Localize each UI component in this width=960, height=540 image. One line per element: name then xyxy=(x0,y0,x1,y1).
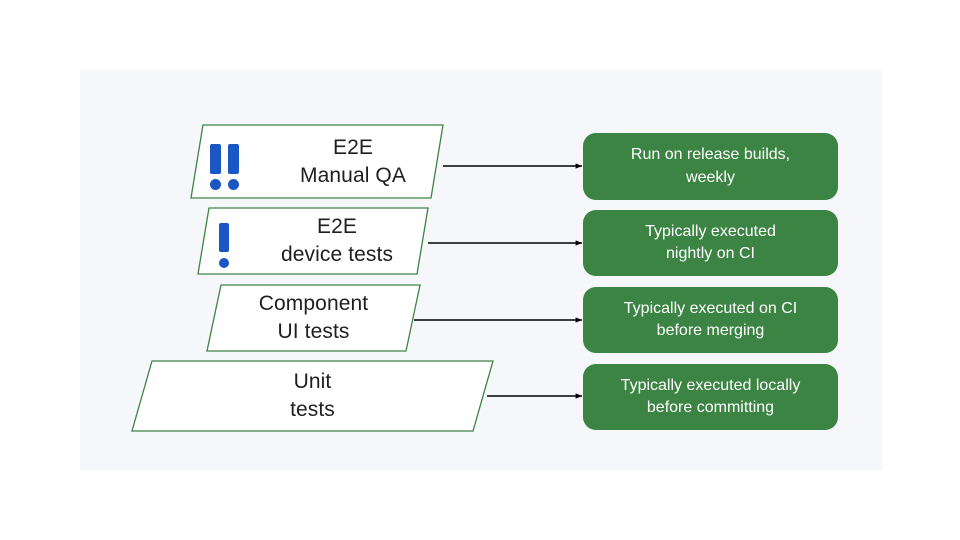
exclamation-mark-1 xyxy=(219,223,229,268)
exclamation-dot xyxy=(219,258,229,268)
callout-text: Typically executed on CI before merging xyxy=(624,298,797,342)
exclamation-stem xyxy=(210,144,221,174)
trapezoid-shape xyxy=(131,360,494,432)
exclamation-dot xyxy=(210,179,221,190)
callout-component-ui-tests[interactable]: Typically executed on CI before merging xyxy=(583,287,838,353)
double-exclamation-icon xyxy=(210,144,239,190)
exclamation-dot xyxy=(228,179,239,190)
exclamation-mark-2 xyxy=(228,144,239,190)
callout-text-line2: before committing xyxy=(646,399,775,416)
callout-text-line2: nightly on CI xyxy=(666,245,755,262)
exclamation-icon xyxy=(219,223,229,268)
trapezoid-shape xyxy=(190,124,444,199)
callout-text-line1: Typically executed locally xyxy=(620,376,801,394)
pyramid-level-unit-tests[interactable]: Unit tests xyxy=(131,360,494,432)
exclamation-stem xyxy=(219,223,229,252)
callout-text: Typically executed locally before commit… xyxy=(621,375,801,419)
exclamation-stem xyxy=(228,144,239,174)
callout-e2e-manual-qa[interactable]: Run on release builds, weekly xyxy=(583,133,838,200)
pyramid-level-component-ui-tests[interactable]: Component UI tests xyxy=(206,284,421,352)
callout-e2e-device-tests[interactable]: Typically executed nightly on CI xyxy=(583,210,838,276)
callout-text-line2: before merging xyxy=(656,322,765,339)
callout-text-line2: weekly xyxy=(686,168,735,186)
callout-text-line1: Typically executed xyxy=(645,222,776,240)
callout-text: Run on release builds, weekly xyxy=(631,144,790,188)
trapezoid-shape xyxy=(197,207,429,275)
callout-text-line1: Run on release builds, xyxy=(630,146,791,164)
callout-text-line1: Typically executed on CI xyxy=(623,299,798,317)
pyramid-level-e2e-manual-qa[interactable]: E2E Manual QA xyxy=(190,124,444,199)
exclamation-mark-1 xyxy=(210,144,221,190)
pyramid-level-e2e-device-tests[interactable]: E2E device tests xyxy=(197,207,429,275)
callout-text: Typically executed nightly on CI xyxy=(645,221,776,265)
trapezoid-shape xyxy=(206,284,421,352)
callout-unit-tests[interactable]: Typically executed locally before commit… xyxy=(583,364,838,430)
